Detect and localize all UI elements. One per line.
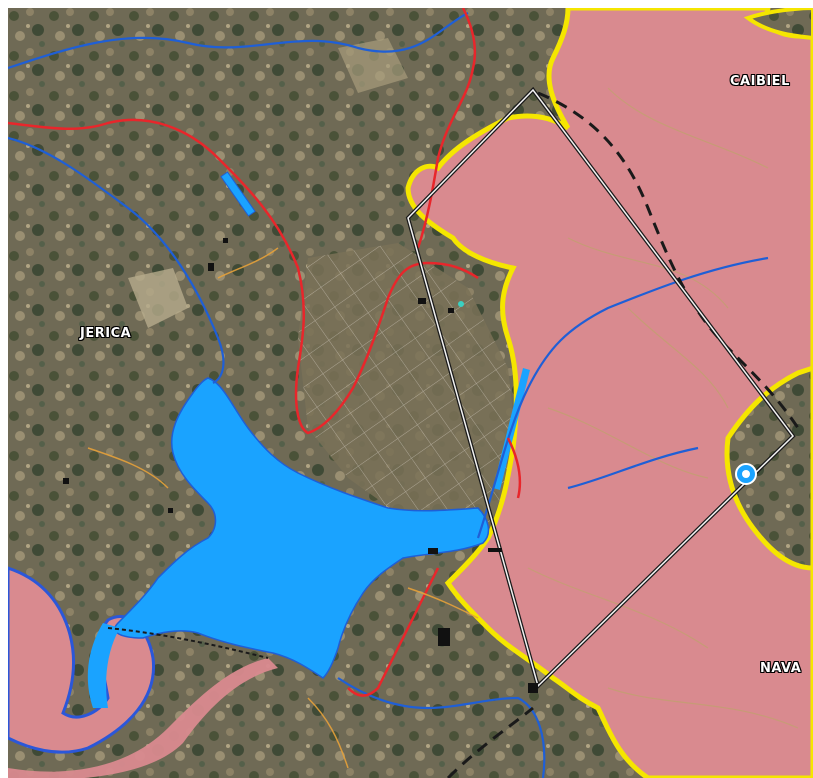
reservoir: [114, 377, 490, 679]
tracks: [87, 247, 479, 769]
vineyard-fields: [298, 243, 518, 528]
light-field-patch: [128, 268, 188, 328]
map-view[interactable]: JERICA CAIBIEL NAVA: [8, 8, 813, 778]
map-canvas[interactable]: [8, 8, 813, 778]
protected-zone-south-band: [8, 658, 278, 778]
rail-line: [107, 627, 269, 659]
contour-lines: [527, 87, 799, 729]
buildings: [63, 238, 538, 693]
roads: [8, 8, 522, 697]
marker-icon[interactable]: [735, 463, 757, 485]
small-pond: [220, 171, 256, 217]
reservoir-channel: [87, 623, 120, 708]
dashed-track: [537, 91, 800, 429]
zone-island-north: [743, 8, 813, 41]
rivers: [8, 12, 769, 778]
small-marker-icon[interactable]: [458, 301, 464, 307]
survey-polygon: [405, 86, 796, 690]
